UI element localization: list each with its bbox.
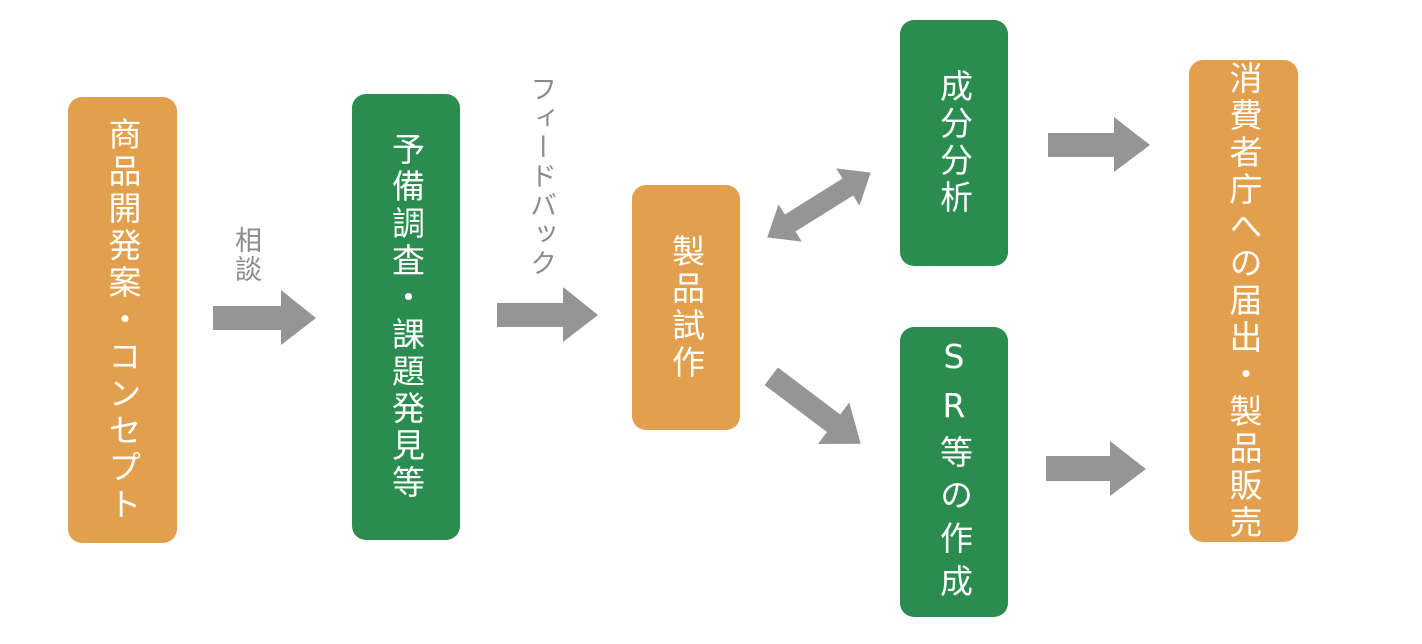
- node-notification-label: 消費者庁への届出・製品販売: [1224, 60, 1263, 542]
- node-sr: SR等の作成: [900, 327, 1008, 617]
- node-analysis-label: 成分分析: [934, 69, 974, 217]
- node-concept: 商品開発案・コンセプト: [68, 97, 177, 543]
- arrow-prototype-to-sr: [764, 367, 861, 445]
- node-notification: 消費者庁への届出・製品販売: [1189, 60, 1298, 542]
- node-analysis: 成分分析: [900, 20, 1008, 266]
- edge-label-feedback: フィードバック: [525, 75, 556, 278]
- arrow-analysis-to-notification: [1048, 117, 1150, 172]
- node-prototype-label: 製品試作: [666, 233, 706, 382]
- arrow-survey-to-prototype: [497, 287, 598, 342]
- node-prototype: 製品試作: [632, 185, 740, 430]
- node-survey: 予備調査・課題発見等: [352, 94, 460, 540]
- node-concept-label: 商品開発案・コンセプト: [103, 116, 142, 524]
- arrow-concept-to-survey: [213, 290, 316, 345]
- node-sr-label: SR等の作成: [934, 337, 974, 607]
- arrow-prototype-analysis-bidirectional: [767, 168, 871, 242]
- node-survey-label: 予備調査・課題発見等: [386, 132, 426, 502]
- edge-label-consultation: 相談: [230, 226, 261, 284]
- arrow-sr-to-notification: [1046, 441, 1146, 496]
